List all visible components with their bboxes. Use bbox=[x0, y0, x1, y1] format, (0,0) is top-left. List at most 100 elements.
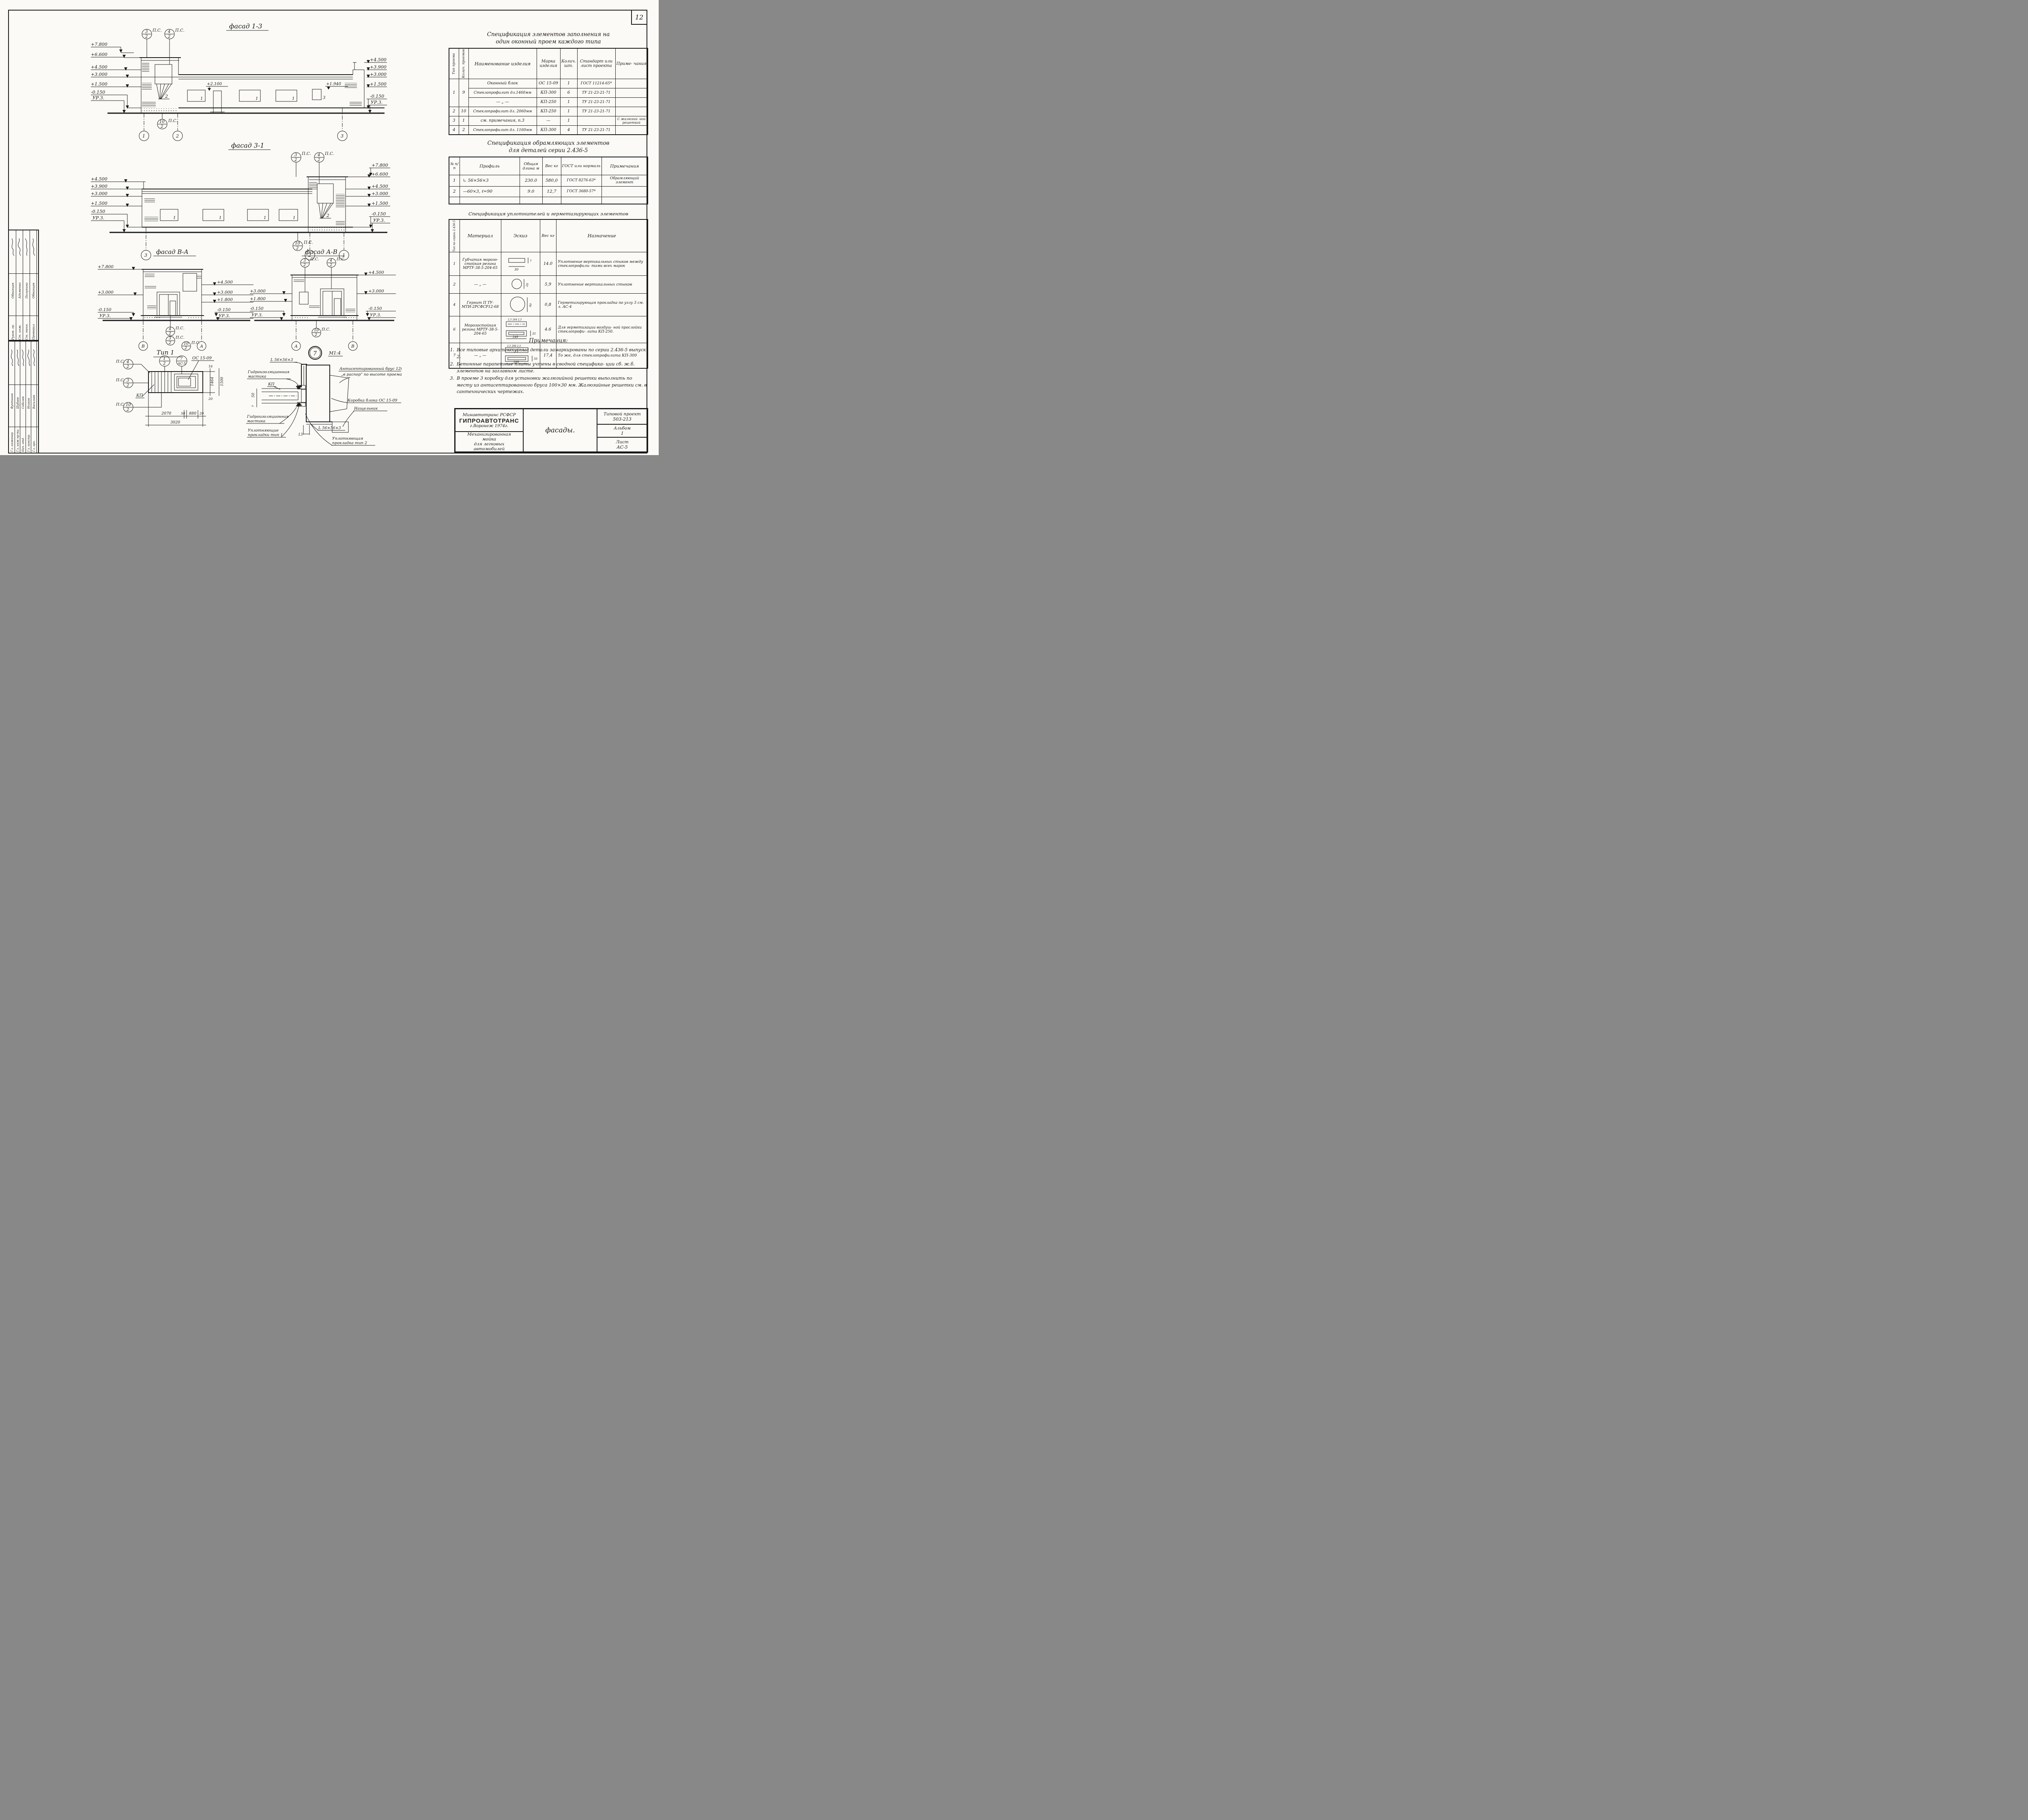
stamp-name: Соболев bbox=[21, 396, 25, 409]
elevation-mark: УР.З. bbox=[92, 215, 104, 221]
stamp-row: Проверил Обвинцев bbox=[30, 230, 37, 341]
cell-sketch: 20 bbox=[501, 275, 540, 294]
cell-mark: КП-300 bbox=[536, 88, 561, 98]
elevation-mark: УР.З. bbox=[371, 100, 382, 105]
stamp-row: Руков. гр. Обвинцев bbox=[9, 230, 16, 341]
title-block-object: Механизированная мойка для легковых авто… bbox=[455, 432, 523, 452]
elevation-mark: +1.500 bbox=[372, 201, 388, 206]
label-brus: „в распор" по высоте проема bbox=[341, 372, 402, 377]
elevation-mark: +1.500 bbox=[370, 82, 387, 87]
ps-den: 2 bbox=[126, 383, 129, 388]
cell-std: ГОСТ 11214-65* bbox=[577, 78, 616, 88]
facade-ab-building bbox=[290, 275, 359, 320]
elevation-mark: +3.000 bbox=[91, 191, 107, 196]
cell-profile: —60×3, ℓ=90 bbox=[459, 186, 520, 197]
elevation-mark: -0.150 bbox=[217, 307, 231, 312]
signature bbox=[11, 349, 13, 366]
spec3-h-sketch: Эскиз bbox=[501, 219, 540, 253]
table-row: 1 Губчатая морозо- стойкая резина МРТУ-3… bbox=[449, 252, 648, 276]
cell-material: Гернит П ТУ-МТИ-2РСФСР12-68 bbox=[459, 293, 501, 317]
window-label: 1 bbox=[264, 216, 266, 220]
cell-weight: 5,9 bbox=[539, 275, 556, 294]
tip1-dimensions: 2070 50 880 20 3020 16 1464 20 1500 bbox=[145, 365, 224, 427]
dim-text: 249 bbox=[512, 335, 518, 339]
table-row: 4 Гернит П ТУ-МТИ-2РСФСР12-68 40 0,8 Гер… bbox=[449, 293, 648, 317]
side-stamp-lower: Гл. инженер Фунтиков Гл. инж пр-та Шубае… bbox=[8, 340, 39, 453]
facade-ab-drawing: фасад А-В 3 2 П.С. bbox=[250, 248, 396, 351]
dim-text: 7 bbox=[530, 260, 532, 263]
side-stamp-upper: Руков. гр. Обвинцев Ст. инж. Адаменко Ст… bbox=[8, 230, 39, 342]
spec2-title-line2: для деталей серии 2.436-5 bbox=[509, 147, 588, 154]
dim-text: 30 bbox=[514, 268, 518, 271]
spec3-h-type: Тип по серии 2.436-5 bbox=[452, 220, 456, 252]
ps-label: П.С. bbox=[175, 335, 185, 340]
stamp-name: Фунтиков bbox=[10, 393, 14, 409]
stamp-row: Ст. техн. Полунина bbox=[23, 230, 30, 341]
tower-grille-label: 2 bbox=[326, 213, 329, 218]
ps-den: 2 bbox=[168, 341, 171, 345]
facade-ba-right-marks: +4.500 +3.000 +1.800 -0.150 УР.З. bbox=[202, 280, 254, 320]
ps-num: 10 bbox=[295, 241, 300, 246]
stamp-role: Гл. инженер bbox=[10, 432, 14, 452]
ps-num: 4 bbox=[126, 360, 129, 364]
detail-ref-num: 7 bbox=[180, 357, 183, 361]
spec1-h-count: Колич. шт. bbox=[560, 48, 578, 79]
facade-ab-ps-top: 3 2 П.С. 4 2 П.С. bbox=[300, 257, 346, 292]
cell-mark: ОС 15-09 bbox=[536, 78, 561, 88]
elevation-mark: +1.500 bbox=[91, 82, 107, 87]
elevation-mark: -0.150 bbox=[250, 306, 264, 311]
stamp-row: Нач. отд Соболев bbox=[20, 341, 26, 453]
cell-std: ТУ 21-23-21-71 bbox=[577, 106, 616, 116]
elevation-mark: +4.500 bbox=[372, 184, 388, 189]
dim-door: +2.100 bbox=[207, 82, 222, 86]
cell-weight: 4.6 bbox=[539, 316, 556, 344]
stamp-role: Гл. инж пр-та bbox=[16, 429, 19, 452]
dim-text: 880 bbox=[189, 411, 196, 416]
stamp-row: Ст. инж. Адаменко bbox=[16, 230, 23, 341]
cell-mark: КП-250 bbox=[536, 97, 561, 107]
elevation-mark: +4.500 bbox=[91, 176, 107, 182]
org-city-year: г.Воронеж 1974г. bbox=[470, 423, 509, 428]
cell-sketch: 40 bbox=[501, 293, 540, 317]
dim-text: 2,5 244 2,5 bbox=[507, 318, 522, 321]
spec1-h-std: Стандарт или лист проекта bbox=[577, 48, 616, 79]
label-nashchelnik: Нащельник bbox=[354, 406, 378, 411]
ps-label: П.С. bbox=[310, 257, 319, 262]
facade-1-3-left-marks: +7.800 +6.600 +4.500 +3.000 +1.500 -0.15… bbox=[91, 42, 178, 113]
cell-weight: 14.0 bbox=[539, 252, 556, 276]
ps-label: П.С. bbox=[324, 152, 334, 156]
detail-ref-den: АС-5 bbox=[177, 362, 186, 365]
stamp-name: Полунина bbox=[25, 282, 28, 299]
dim-text: 2070 bbox=[161, 411, 171, 416]
note-text: В проеме 3 коробку для установки жалюзий… bbox=[457, 376, 647, 395]
elevation-mark: +6.600 bbox=[91, 52, 107, 57]
ps-label: П.С. bbox=[116, 378, 125, 382]
axis-bubble: В bbox=[141, 344, 145, 349]
axis-bubble: А bbox=[200, 344, 203, 349]
cell-note bbox=[615, 106, 648, 116]
facade-3-1-tower: 2 bbox=[307, 176, 348, 232]
ps-num: 3 bbox=[127, 378, 129, 383]
ps-num: 10 bbox=[126, 403, 131, 407]
elevation-mark: +4.500 bbox=[91, 64, 107, 70]
tip1-top-circles: 1 2 7 АС-5 ОС 15-09 КП bbox=[135, 355, 214, 398]
ps-den: 2 bbox=[160, 125, 163, 129]
title-block-album: Альбом I bbox=[597, 424, 647, 437]
grille-label: 3 bbox=[323, 96, 325, 100]
cell-sketch: 2,5 244 2,5 249 35 bbox=[501, 316, 540, 344]
cell-note bbox=[615, 125, 648, 135]
ps-num: 3 bbox=[303, 258, 306, 263]
label-mastic-bottom: Гидроизоляционная bbox=[247, 415, 289, 419]
cell-type: 3 bbox=[449, 116, 459, 126]
axis-bubble: 1 bbox=[142, 133, 145, 139]
cell-name: Стеклопрофилит дл.1460мм bbox=[468, 88, 537, 98]
stamp-name: Шубаев bbox=[16, 397, 19, 409]
object-line: Механизированная bbox=[467, 432, 511, 437]
title-block-org: Минавтотранс РСФСР ГИПРОАВТОТРАНС г.Воро… bbox=[455, 409, 523, 432]
label-korobka: Коробка блока ОС 15-09 bbox=[347, 398, 397, 403]
facade-1-3-tower: 2 bbox=[140, 57, 181, 113]
cell-std: ТУ 21-23-21-71 bbox=[577, 88, 616, 98]
cell-count: 1 bbox=[560, 97, 578, 107]
spec1-h-note: Приме- чания bbox=[615, 48, 648, 79]
elevation-mark: УР.З. bbox=[99, 314, 111, 318]
